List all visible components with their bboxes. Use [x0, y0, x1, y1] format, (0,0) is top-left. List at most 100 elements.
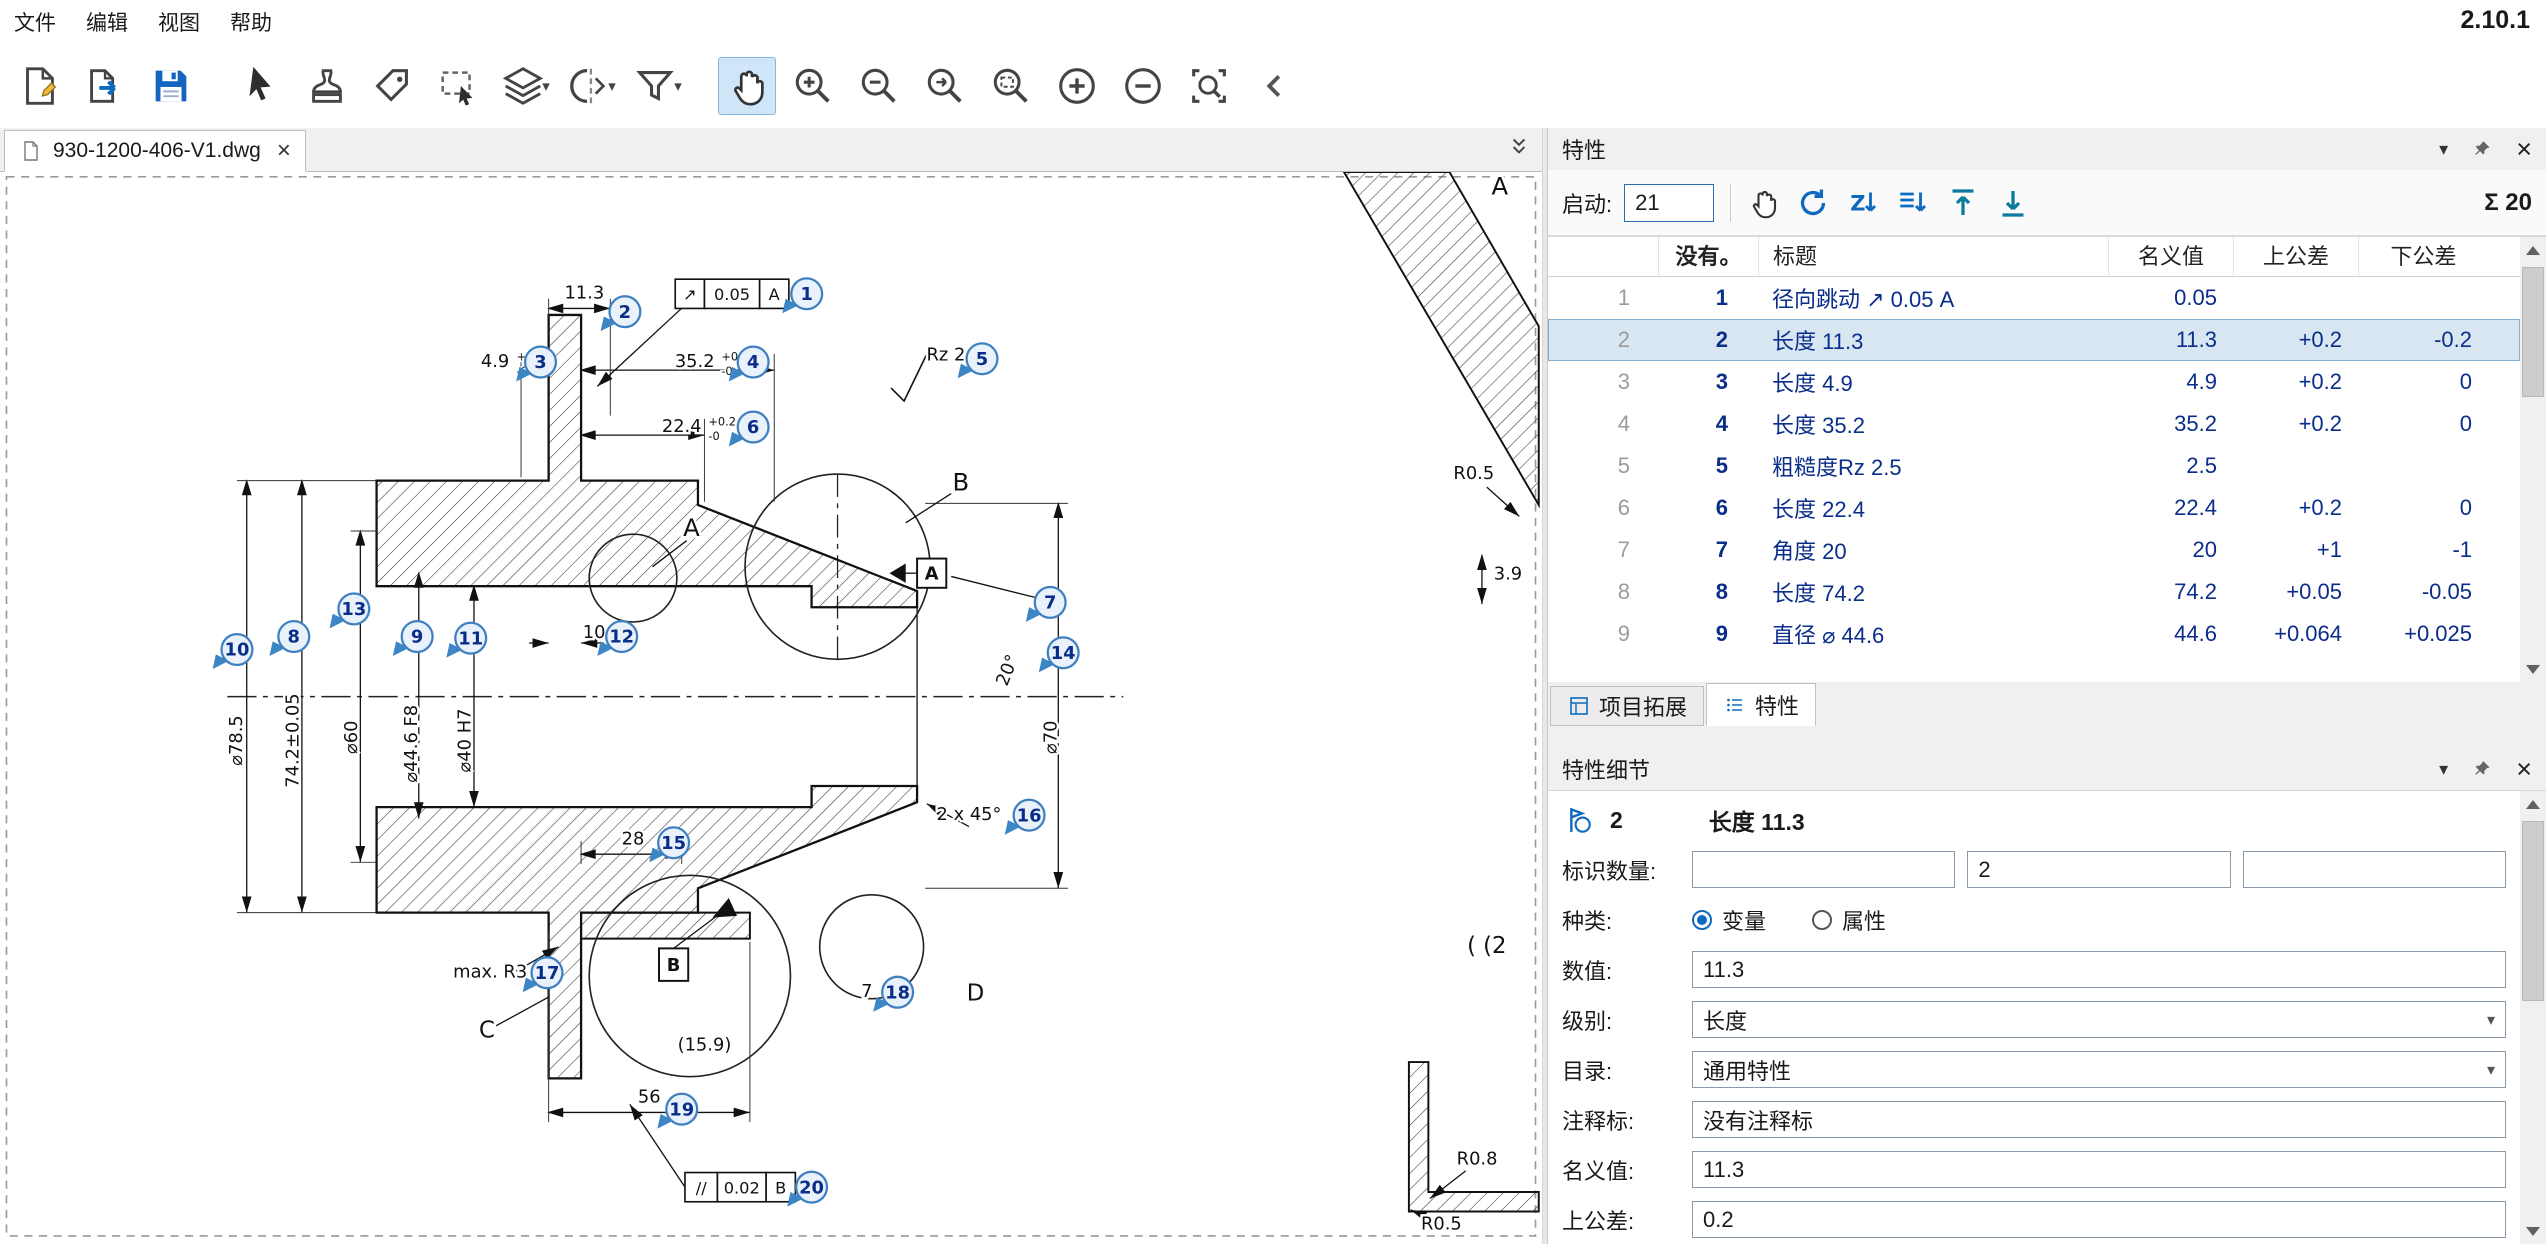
id-count-input-1[interactable]	[1692, 851, 1955, 888]
select-cursor-button[interactable]	[232, 57, 290, 115]
balloon-11[interactable]: 11	[446, 623, 486, 658]
balloon-2[interactable]: 2	[601, 296, 641, 331]
panel-tab-project-expand[interactable]: 项目拓展	[1550, 686, 1704, 726]
value-input[interactable]: 11.3	[1692, 951, 2506, 988]
balloon-7[interactable]: 7	[1026, 587, 1066, 622]
pin-icon[interactable]	[2472, 139, 2492, 159]
chevron-down-icon[interactable]: ▾	[2439, 139, 2448, 160]
mirror-view-button[interactable]: ▾	[562, 57, 620, 115]
upper-tol-input[interactable]: 0.2	[1692, 1201, 2506, 1238]
chevron-down-icon[interactable]: ▾	[2439, 759, 2448, 780]
scroll-up-button[interactable]	[2520, 237, 2546, 263]
move-bottom-button[interactable]	[1991, 181, 2035, 225]
nominal-input[interactable]: 11.3	[1692, 1151, 2506, 1188]
table-row[interactable]: 66长度 22.422.4+0.20	[1548, 487, 2520, 529]
scrollbar-thumb[interactable]	[2522, 267, 2544, 397]
drawing-canvas[interactable]: ↗0.05A//0.02BAB 11.34.9+0.2-035.2+0.2-0R…	[0, 172, 1542, 1244]
chevron-down-icon[interactable]: ▾	[674, 77, 682, 95]
layers-button[interactable]: ▾	[496, 57, 554, 115]
table-row[interactable]: 33长度 4.94.9+0.20	[1548, 361, 2520, 403]
details-scrollbar[interactable]	[2520, 791, 2546, 1244]
column-header[interactable]: 上公差	[2233, 237, 2358, 277]
balloon-13[interactable]: 13	[330, 593, 370, 628]
tag-button[interactable]	[364, 57, 422, 115]
panel-tab-properties-list[interactable]: 特性	[1706, 683, 1816, 726]
menu-item[interactable]: 编辑	[86, 7, 128, 37]
close-tab-icon[interactable]: ×	[277, 139, 291, 163]
zoom-region-button[interactable]	[982, 57, 1040, 115]
column-header[interactable]: 标题	[1758, 237, 2108, 277]
pan-hand-button[interactable]	[718, 57, 776, 115]
characteristic-number: 2	[1610, 807, 1623, 834]
move-top-button[interactable]	[1941, 181, 1985, 225]
balloon-8[interactable]: 8	[269, 621, 309, 656]
sort-list-button[interactable]	[1891, 181, 1935, 225]
column-header[interactable]: 下公差	[2358, 237, 2488, 277]
scroll-up-button[interactable]	[2520, 791, 2546, 817]
dim-label: ⌀78.5	[226, 715, 247, 766]
balloon-9[interactable]: 9	[393, 621, 433, 656]
column-header[interactable]	[1548, 237, 1658, 277]
zoom-in-button[interactable]	[784, 57, 842, 115]
radio-option[interactable]: 属性	[1812, 904, 1886, 936]
zoom-previous-button[interactable]	[916, 57, 974, 115]
table-scrollbar[interactable]	[2520, 237, 2546, 682]
new-document-button[interactable]	[10, 57, 68, 115]
table-row[interactable]: 22长度 11.311.3+0.2-0.2	[1548, 319, 2520, 361]
save-button[interactable]	[142, 57, 200, 115]
tabbar-collapse-button[interactable]	[1506, 134, 1532, 165]
dim-label: 28	[622, 828, 645, 849]
chevron-down-icon[interactable]: ▾	[542, 77, 550, 95]
filter-button[interactable]: ▾	[628, 57, 686, 115]
id-count-input-2[interactable]: 2	[1967, 851, 2230, 888]
menu-item[interactable]: 帮助	[230, 7, 272, 37]
radio-button-icon[interactable]	[1812, 910, 1832, 930]
hand-tool-button[interactable]	[1741, 181, 1785, 225]
note-input[interactable]: 没有注释标	[1692, 1101, 2506, 1138]
id-count-input-3[interactable]	[2243, 851, 2506, 888]
svg-text:max. R3: max. R3	[453, 962, 527, 983]
open-document-button[interactable]	[76, 57, 134, 115]
column-header[interactable]: 没有。	[1658, 237, 1758, 277]
table-row[interactable]: 88长度 74.274.2+0.05-0.05	[1548, 571, 2520, 613]
table-row[interactable]: 11径向跳动 ↗ 0.05 A0.05	[1548, 277, 2520, 319]
start-number-input[interactable]: 21	[1624, 184, 1714, 222]
balloon-18[interactable]: 18	[873, 977, 913, 1012]
radio-button-icon[interactable]	[1692, 910, 1712, 930]
z-order-button[interactable]: Z	[1841, 181, 1885, 225]
balloon-19[interactable]: 19	[657, 1094, 697, 1129]
close-panel-icon[interactable]: ×	[2516, 136, 2532, 163]
region-select-button[interactable]	[430, 57, 488, 115]
zoom-out-button[interactable]	[850, 57, 908, 115]
balloon-14[interactable]: 14	[1039, 637, 1079, 672]
table-cell: 7	[1548, 537, 1658, 563]
pan-hand-icon	[724, 63, 770, 109]
table-row[interactable]: 77角度 2020+1-1	[1548, 529, 2520, 571]
chevron-down-icon[interactable]: ▾	[2487, 1010, 2495, 1030]
stamp-balloon-button[interactable]	[298, 57, 356, 115]
table-row[interactable]: 55粗糙度Rz 2.52.5	[1548, 445, 2520, 487]
collapse-toolbar-button[interactable]	[1246, 57, 1304, 115]
radio-option[interactable]: 变量	[1692, 904, 1766, 936]
menu-item[interactable]: 视图	[158, 7, 200, 37]
pin-icon[interactable]	[2472, 759, 2492, 779]
catalog-select[interactable]: 通用特性▾	[1692, 1051, 2506, 1088]
refresh-button[interactable]	[1791, 181, 1835, 225]
table-row[interactable]: 99直径 ⌀ 44.644.6+0.064+0.025	[1548, 613, 2520, 655]
close-panel-icon[interactable]: ×	[2516, 756, 2532, 783]
increase-button[interactable]	[1048, 57, 1106, 115]
scroll-down-button[interactable]	[2520, 1218, 2546, 1244]
chevron-down-icon[interactable]: ▾	[2487, 1060, 2495, 1080]
table-row[interactable]: 44长度 35.235.2+0.20	[1548, 403, 2520, 445]
scroll-down-button[interactable]	[2520, 656, 2546, 682]
zoom-fit-button[interactable]	[1180, 57, 1238, 115]
chevron-down-icon[interactable]: ▾	[608, 77, 616, 95]
balloon-16[interactable]: 16	[1005, 800, 1045, 835]
level-select[interactable]: 长度▾	[1692, 1001, 2506, 1038]
column-header[interactable]: 名义值	[2108, 237, 2233, 277]
decrease-button[interactable]	[1114, 57, 1172, 115]
document-tab[interactable]: 930-1200-406-V1.dwg ×	[4, 130, 306, 172]
scrollbar-thumb[interactable]	[2522, 821, 2544, 1001]
details-panel-body: 2 长度 11.3 标识数量:2种类:变量属性数值:11.3级别:长度▾目录:通…	[1548, 790, 2546, 1244]
menu-item[interactable]: 文件	[14, 7, 56, 37]
